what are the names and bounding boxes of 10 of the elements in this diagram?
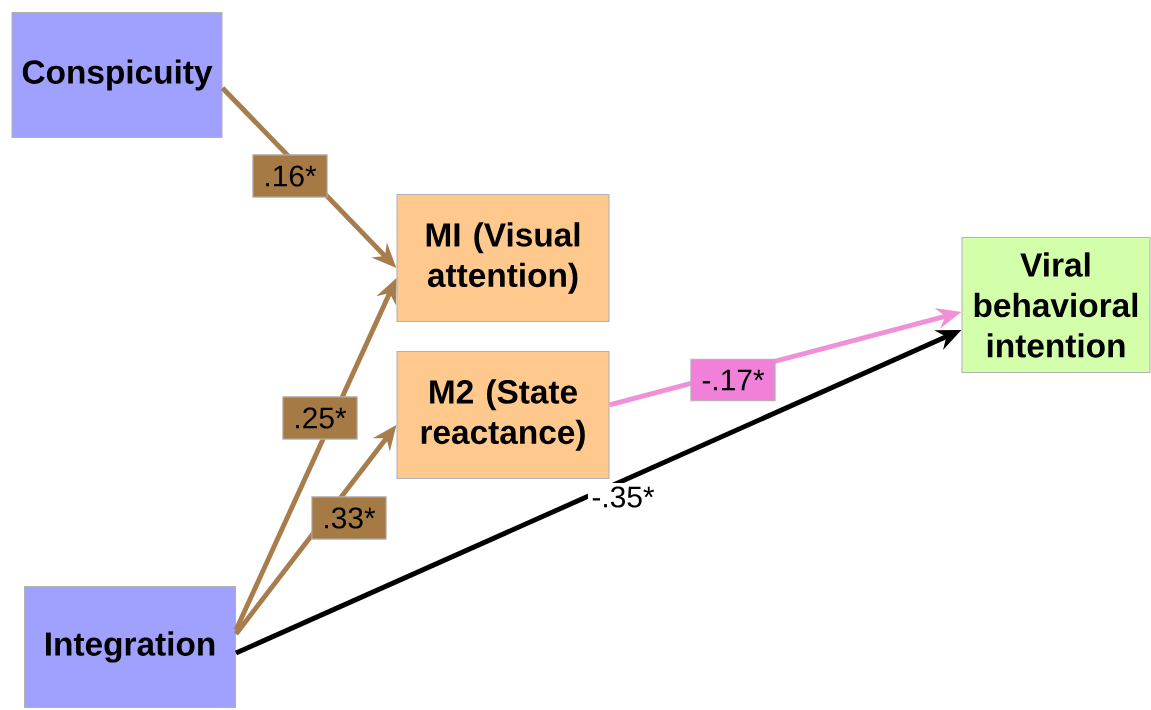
coefficient-label: .16* [252, 154, 328, 198]
variable-box: MI (Visual attention) [396, 193, 610, 322]
coefficient-label: -.35* [587, 482, 659, 512]
coefficient-label: .25* [282, 396, 358, 440]
variable-box: Conspicuity [11, 11, 223, 138]
coefficient-label: -.17* [690, 358, 776, 402]
variable-box: Integration [24, 585, 237, 708]
variable-box: M2 (State reactance) [396, 350, 610, 479]
coefficient-label: .33* [311, 496, 387, 540]
variable-box: Viral behavioral intention [961, 236, 1151, 373]
